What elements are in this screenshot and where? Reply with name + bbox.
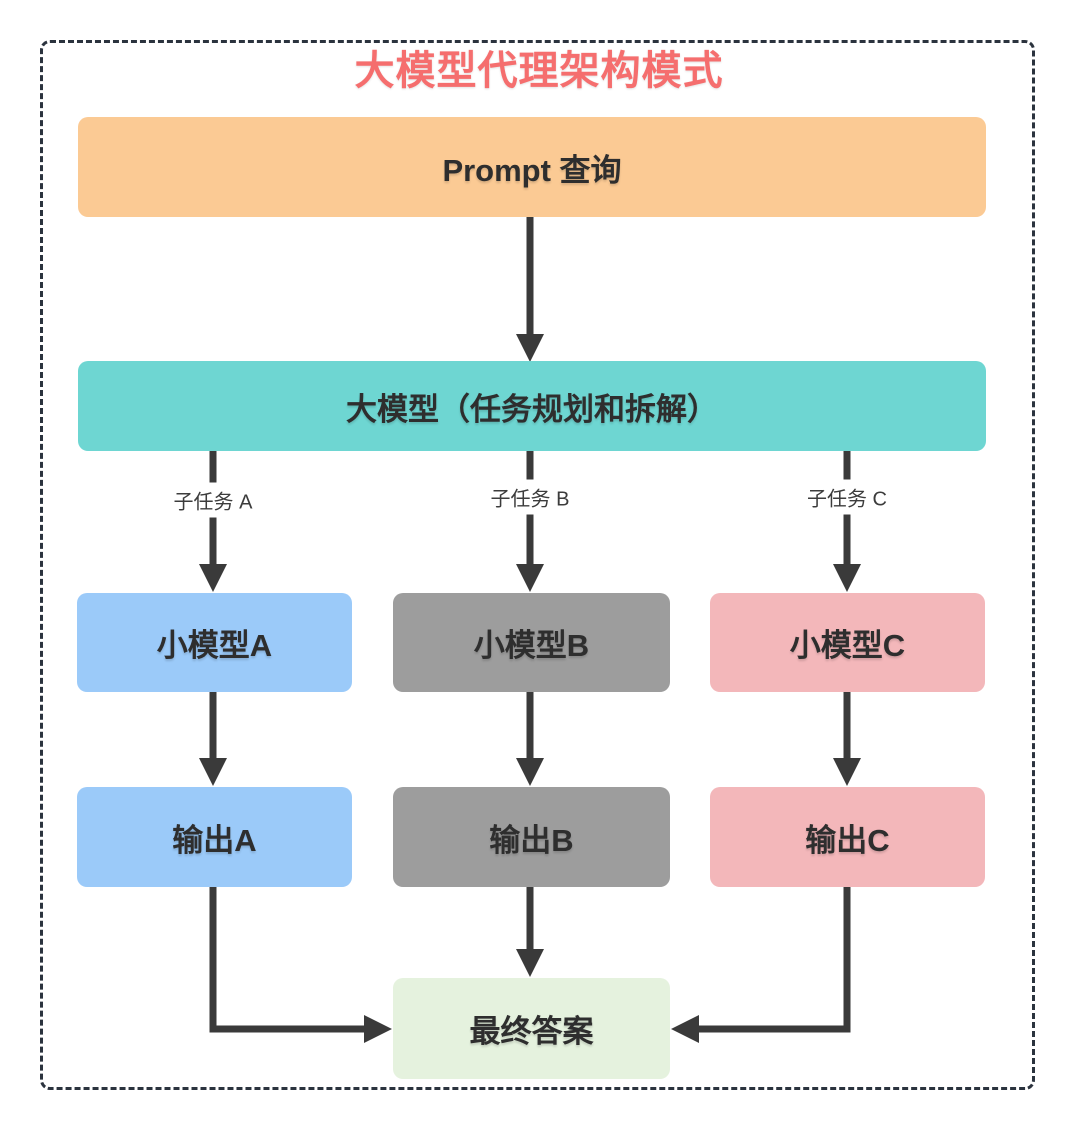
node-small-model-a-label: 小模型A	[156, 628, 273, 663]
node-prompt-query-label: Prompt 查询	[442, 152, 622, 188]
node-final-answer: 最终答案	[393, 978, 670, 1079]
node-output-a: 输出A	[77, 787, 352, 887]
node-output-c: 输出C	[710, 787, 985, 887]
node-small-model-a: 小模型A	[77, 593, 352, 692]
node-small-model-b: 小模型B	[393, 593, 670, 692]
node-small-model-c: 小模型C	[710, 593, 985, 692]
node-output-c-label: 输出C	[805, 822, 890, 858]
node-prompt-query: Prompt 查询	[78, 117, 986, 217]
node-final-answer-label: 最终答案	[469, 1014, 594, 1049]
edge-label-subtask-a: 子任务 A	[167, 482, 259, 518]
node-llm-planner: 大模型（任务规划和拆解）	[78, 361, 986, 451]
diagram-dashed-border	[40, 40, 1035, 1090]
node-output-b-label: 输出B	[489, 822, 574, 858]
diagram-title: 大模型代理架构模式	[354, 49, 724, 93]
edge-label-subtask-b: 子任务 B	[484, 479, 576, 515]
node-small-model-c-label: 小模型C	[789, 628, 906, 663]
node-output-a-label: 输出A	[172, 822, 257, 858]
node-output-b: 输出B	[393, 787, 670, 887]
edge-label-subtask-c: 子任务 C	[801, 479, 893, 515]
node-small-model-b-label: 小模型B	[473, 628, 590, 663]
node-llm-planner-label: 大模型（任务规划和拆解）	[346, 391, 718, 427]
